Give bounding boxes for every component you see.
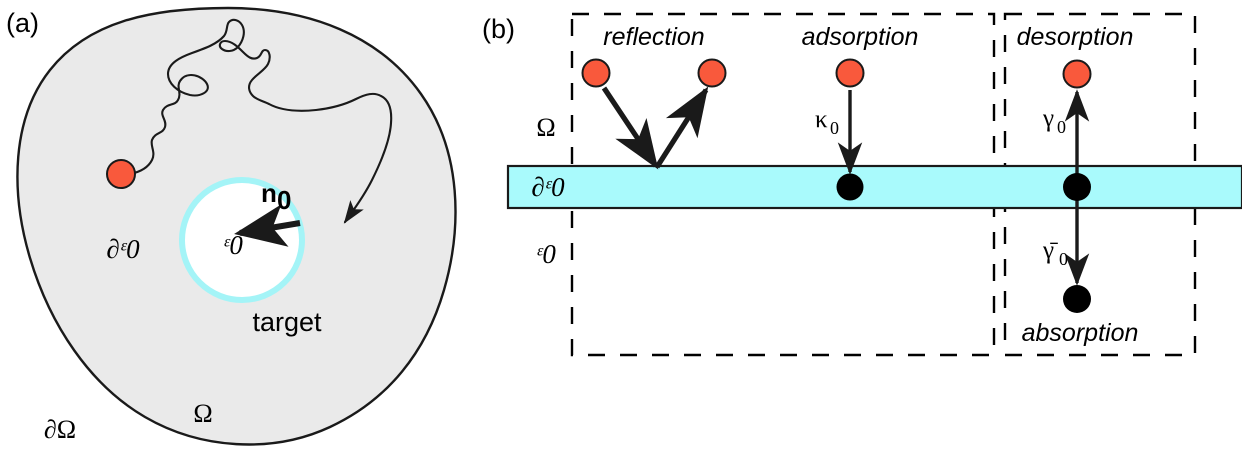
target-caption: target bbox=[252, 307, 322, 337]
random-walk-trajectory bbox=[128, 18, 393, 224]
process-title-desorption: desorption bbox=[1017, 23, 1134, 51]
surface-bound-particle bbox=[1063, 173, 1091, 201]
adsorption-free-particle bbox=[835, 58, 865, 88]
reflection-outgoing-particle bbox=[697, 58, 727, 88]
normal-vector-subscript: 0 bbox=[277, 185, 291, 215]
desorption-rate-label: γ 0 bbox=[1042, 105, 1066, 137]
desorption-rate-subscript: 0 bbox=[1057, 117, 1066, 137]
adsorption-rate-label: κ 0 bbox=[815, 106, 839, 138]
domain-interior-label-a: Ω bbox=[193, 399, 212, 428]
normal-vector-arrow bbox=[234, 204, 301, 247]
free-particle-a bbox=[106, 159, 136, 189]
absorption-rate-symbol: γ̄ bbox=[1042, 237, 1058, 264]
panel-b bbox=[506, 12, 1242, 357]
normal-vector-symbol: n bbox=[261, 178, 277, 208]
target-boundary-label-a: ∂ᵋ0 bbox=[106, 234, 140, 264]
adsorption-rate-subscript: 0 bbox=[830, 118, 839, 138]
process-title-reflection: reflection bbox=[603, 23, 704, 51]
target-label-a: ᵋ0 bbox=[223, 230, 243, 260]
panel-a bbox=[16, 6, 457, 446]
adsorption-rate-symbol: κ bbox=[815, 106, 828, 133]
absorption-rate-subscript: 0 bbox=[1059, 249, 1068, 269]
panel-a-label: (a) bbox=[6, 8, 39, 38]
desorption-rate-symbol: γ bbox=[1042, 105, 1054, 132]
surface-band bbox=[506, 164, 1242, 210]
normal-vector-label: n 0 bbox=[261, 178, 291, 215]
bulk-region-label-b: Ω bbox=[536, 113, 555, 142]
desorption-free-particle bbox=[1062, 59, 1092, 89]
domain-boundary-label-a: ∂Ω bbox=[44, 415, 76, 444]
absorbed-particle bbox=[1063, 285, 1091, 313]
interior-region-label-b: ᵋ0 bbox=[536, 239, 556, 269]
surface-label-b: ∂ᵋ0 bbox=[531, 172, 565, 202]
adsorption-bound-particle bbox=[836, 173, 864, 201]
reflection-incoming-arrow bbox=[601, 86, 659, 170]
process-title-adsorption: adsorption bbox=[802, 23, 919, 51]
absorption-rate-label: γ̄ 0 bbox=[1042, 237, 1068, 269]
reflection-outgoing-arrow bbox=[654, 86, 709, 169]
reflection-incoming-particle bbox=[581, 58, 611, 88]
process-title-absorption: absorption bbox=[1022, 319, 1139, 347]
panel-b-label: (b) bbox=[482, 14, 515, 44]
